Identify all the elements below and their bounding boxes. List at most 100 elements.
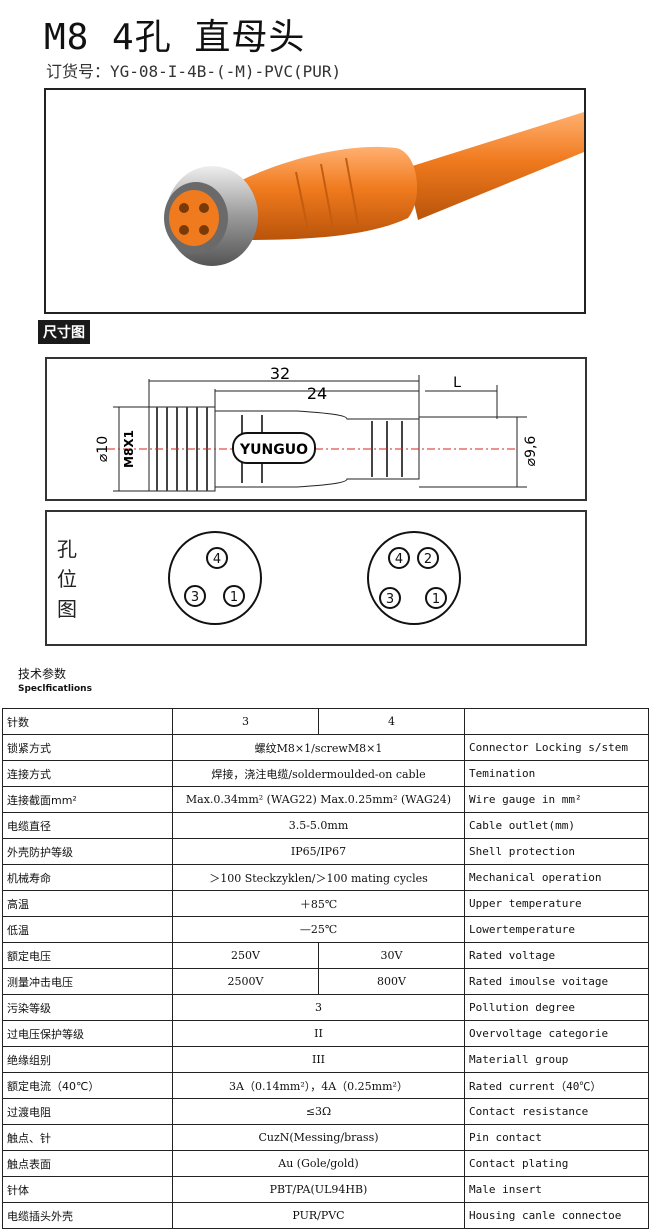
spec-label: 触点表面 — [2, 1150, 173, 1177]
spec-label-en: Contact resistance — [464, 1098, 649, 1125]
spec-label: 过渡电阻 — [2, 1098, 173, 1125]
spec-label-en: Overvoltage categorie — [464, 1020, 649, 1047]
dim-24: 24 — [307, 384, 327, 403]
spec-label: 额定电压 — [2, 942, 173, 969]
spec-label-en: Materiall group — [464, 1046, 649, 1073]
pin-layout-4pin — [367, 531, 461, 625]
spec-value: IP65/IP67 — [172, 838, 465, 865]
pin-label: 2 — [424, 552, 432, 567]
dim-m8: M8X1 — [122, 430, 136, 468]
spec-label: 触点、针 — [2, 1124, 173, 1151]
pin-layout-drawing: 孔 位 图 4 3 1 4 2 3 1 — [45, 510, 587, 646]
spec-label-en: Male insert — [464, 1176, 649, 1203]
spec-value: II — [172, 1020, 465, 1047]
spec-label: 电缆直径 — [2, 812, 173, 839]
spec-label-en: Pollution degree — [464, 994, 649, 1021]
spec-label-en: Mechanical operation — [464, 864, 649, 891]
spec-label: 高温 — [2, 890, 173, 917]
spec-label-en: Contact plating — [464, 1150, 649, 1177]
spec-value: 3A（0.14mm²），4A（0.25mm²） — [172, 1072, 465, 1099]
spec-label: 锁紧方式 — [2, 734, 173, 761]
spec-label: 绝缘组别 — [2, 1046, 173, 1073]
spec-label: 连接截面mm² — [2, 786, 173, 813]
pin-label: 4 — [213, 552, 221, 567]
spec-value: ＞100 Steckzyklen/＞100 mating cycles — [172, 864, 465, 891]
pin-label: 3 — [386, 592, 394, 607]
spec-label-en: Rated imoulse voitage — [464, 968, 649, 995]
socket-face — [169, 190, 219, 246]
spec-value: ＋85℃ — [172, 890, 465, 917]
spec-label-en: Connector Locking s/stem — [464, 734, 649, 761]
spec-label-en: Shell protection — [464, 838, 649, 865]
spec-label-en: Rated current（40℃） — [464, 1072, 649, 1099]
spec-value: 3 — [172, 994, 465, 1021]
spec-label-en — [464, 708, 649, 735]
spec-label: 额定电流（40℃） — [2, 1072, 173, 1099]
grip-ribs — [295, 157, 359, 231]
spec-value: PUR/PVC — [172, 1202, 465, 1229]
spec-label: 过电压保护等级 — [2, 1020, 173, 1047]
spec-value: 3.5-5.0mm — [172, 812, 465, 839]
dim-32: 32 — [270, 364, 290, 383]
cable — [406, 112, 584, 220]
spec-label-en: Cable outlet(mm) — [464, 812, 649, 839]
spec-label: 针数 — [2, 708, 173, 735]
spec-value: 3 — [172, 708, 319, 735]
spec-value: 焊接，浇注电缆/soldermoulded-on cable — [172, 760, 465, 787]
spec-value: 250V — [172, 942, 319, 969]
dim-d96: ⌀9,6 — [523, 436, 539, 467]
pin-layout-label-2: 位 — [57, 567, 77, 591]
spec-label: 低温 — [2, 916, 173, 943]
product-photo — [44, 88, 586, 314]
pin-label: 3 — [191, 590, 199, 605]
spec-value: III — [172, 1046, 465, 1073]
spec-value: 800V — [318, 968, 465, 995]
spec-label-en: Wire gauge in mm² — [464, 786, 649, 813]
dim-d10: ⌀10 — [95, 436, 111, 462]
pin-layout-label-1: 孔 — [57, 537, 77, 561]
brand-label: YUNGUO — [239, 442, 308, 458]
spec-label: 针体 — [2, 1176, 173, 1203]
connector-illustration — [164, 112, 584, 266]
order-number: 订货号：YG-08-I-4B-(-M)-PVC(PUR) — [46, 62, 342, 81]
spec-label: 电缆插头外壳 — [2, 1202, 173, 1229]
spec-value: Au (Gole/gold) — [172, 1150, 465, 1177]
pin-label: 1 — [432, 592, 440, 607]
pin-layout-3pin — [168, 531, 262, 625]
spec-label: 测量冲击电压 — [2, 968, 173, 995]
spec-label-en: Rated voltage — [464, 942, 649, 969]
spec-value: 螺纹M8×1/screwM8×1 — [172, 734, 465, 761]
spec-label-en: Upper temperature — [464, 890, 649, 917]
spec-label-en: Pin contact — [464, 1124, 649, 1151]
spec-title-cn: 技术参数 — [18, 667, 67, 681]
spec-label-en: Temination — [464, 760, 649, 787]
spec-value: 30V — [318, 942, 465, 969]
spec-value: Max.0.34mm² (WAG22) Max.0.25mm² (WAG24) — [172, 786, 465, 813]
dimension-tag: 尺寸图 — [38, 320, 90, 344]
spec-label-en: Lowertemperature — [464, 916, 649, 943]
page-title: M8 4孔 直母头 — [44, 17, 306, 58]
spec-label: 连接方式 — [2, 760, 173, 787]
spec-label-en: Housing canle connectoe — [464, 1202, 649, 1229]
spec-value: CuzN(Messing/brass) — [172, 1124, 465, 1151]
pin-label: 4 — [395, 552, 403, 567]
pin-label: 1 — [230, 590, 238, 605]
